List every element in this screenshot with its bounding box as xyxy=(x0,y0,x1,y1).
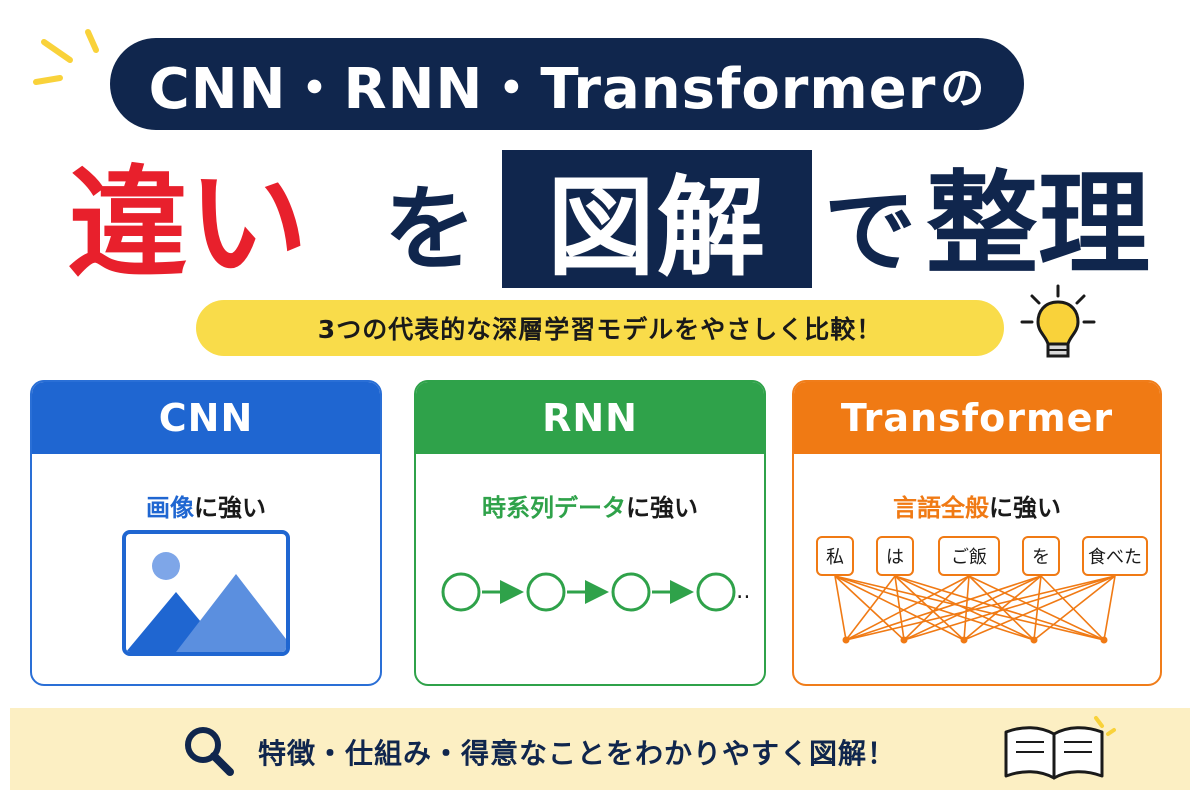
heading-organize: で整理 xyxy=(824,150,1150,307)
attention-line xyxy=(968,575,1105,641)
rnn-card: RNN 時系列データに強い … xyxy=(414,380,766,686)
cnn-strength: 画像 xyxy=(146,494,194,522)
attention-line xyxy=(903,575,1116,641)
heading-diagram-text: 図解 xyxy=(546,166,767,291)
cnn-card: CNN 画像に強い xyxy=(30,380,382,686)
attention-line xyxy=(1040,575,1105,641)
cnn-suffix: に強い xyxy=(194,494,266,522)
transformer-card-subtitle: 言語全般に強い xyxy=(794,488,1160,523)
heading-organize-text: 整理 xyxy=(926,160,1151,290)
transformer-card: Transformer 言語全般に強い 私 は ご飯 を 食べた xyxy=(792,380,1162,686)
attention-line xyxy=(968,575,1035,641)
main-heading: 違い を 図解 で整理 xyxy=(0,150,1200,300)
attention-line xyxy=(894,575,1035,641)
attention-line xyxy=(894,575,965,641)
transformer-strength: 言語全般 xyxy=(893,494,989,522)
attention-line xyxy=(845,575,970,641)
attention-line xyxy=(894,575,1105,641)
token-row: 私 は ご飯 を 食べた xyxy=(810,536,1148,576)
open-book-icon xyxy=(1004,716,1116,780)
attention-line xyxy=(963,575,1042,641)
subtitle-text: 3つの代表的な深層学習モデルをやさしく比較！ xyxy=(317,315,883,344)
transformer-suffix: に強い xyxy=(989,494,1061,522)
rnn-ellipsis: … xyxy=(736,579,748,604)
token: 食べた xyxy=(1082,536,1148,576)
token: 私 xyxy=(816,536,854,576)
heading-diagram-box: 図解 xyxy=(502,150,812,291)
attention-line xyxy=(1033,575,1116,641)
attention-line xyxy=(845,575,1116,641)
cnn-card-subtitle: 画像に強い xyxy=(32,488,380,523)
lightbulb-icon xyxy=(1020,284,1096,358)
attention-node xyxy=(842,636,850,644)
attention-line xyxy=(903,575,1042,641)
magnifier-icon xyxy=(185,727,234,776)
attention-node xyxy=(900,636,908,644)
attention-line xyxy=(834,575,1035,641)
attention-line xyxy=(1103,575,1116,641)
sequence-chain-icon: … xyxy=(441,572,748,612)
attention-line xyxy=(963,575,970,641)
rnn-card-header: RNN xyxy=(416,382,764,454)
attention-node xyxy=(960,636,968,644)
rnn-card-subtitle: 時系列データに強い xyxy=(416,488,764,523)
image-icon xyxy=(122,530,290,656)
rnn-suffix: に強い xyxy=(626,494,698,522)
attention-line xyxy=(963,575,1116,641)
attention-line xyxy=(834,575,905,641)
attention-node xyxy=(1100,636,1108,644)
attention-line xyxy=(894,575,905,641)
token: ご飯 xyxy=(938,536,1000,576)
heading-particle-wo: を xyxy=(384,176,477,283)
heading-particle-de: で xyxy=(824,178,917,285)
subtitle-pill: 3つの代表的な深層学習モデルをやさしく比較！ xyxy=(196,300,1004,356)
sparkle-icon xyxy=(33,29,99,85)
footer-text: 特徴・仕組み・得意なことをわかりやすく図解！ xyxy=(258,737,897,770)
attention-line xyxy=(834,575,847,641)
token: を xyxy=(1022,536,1060,576)
cnn-card-header: CNN xyxy=(32,382,380,454)
attention-line xyxy=(834,575,1105,641)
title-tail: の xyxy=(940,63,986,114)
token: は xyxy=(876,536,914,576)
heading-differences: 違い xyxy=(68,155,308,294)
transformer-card-header: Transformer xyxy=(794,382,1160,454)
rnn-strength: 時系列データ xyxy=(482,494,626,522)
attention-line xyxy=(903,575,970,641)
attention-node xyxy=(1030,636,1038,644)
title-text: CNN・RNN・Transformer xyxy=(148,56,937,122)
attention-line xyxy=(1033,575,1042,641)
attention-line xyxy=(845,575,1042,641)
footer-banner: 特徴・仕組み・得意なことをわかりやすく図解！ xyxy=(10,708,1190,790)
attention-line xyxy=(834,575,965,641)
attention-line xyxy=(845,575,896,641)
